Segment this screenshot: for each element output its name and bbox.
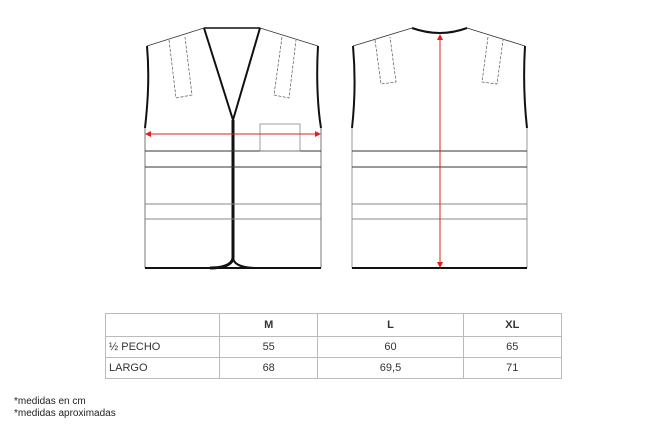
table-row: ½ PECHO 55 60 65 [105, 336, 563, 358]
table-row: LARGO 68 69,5 71 [105, 357, 563, 379]
vest-back-drawing [351, 27, 528, 269]
row-label: ½ PECHO [105, 336, 220, 358]
vest-front-drawing [144, 27, 322, 270]
header-size-m: M [218, 313, 319, 337]
header-empty [105, 313, 220, 337]
chest-measure-arrow [145, 131, 321, 137]
header-size-l: L [317, 313, 464, 337]
cell-value: 71 [462, 357, 563, 379]
length-measure-arrow [437, 34, 443, 268]
table-header-row: M L XL [105, 313, 563, 337]
cell-value: 55 [218, 336, 319, 358]
header-size-xl: XL [462, 313, 563, 337]
note-approximate: *medidas aproximadas [14, 408, 116, 419]
cell-value: 60 [317, 336, 464, 358]
footnotes: *medidas en cm *medidas aproximadas [14, 396, 116, 420]
row-label: LARGO [105, 357, 220, 379]
note-units: *medidas en cm [14, 396, 86, 407]
cell-value: 68 [218, 357, 319, 379]
cell-value: 69,5 [317, 357, 464, 379]
cell-value: 65 [462, 336, 563, 358]
size-table: M L XL ½ PECHO 55 60 65 LARGO 68 69,5 71 [105, 313, 563, 379]
